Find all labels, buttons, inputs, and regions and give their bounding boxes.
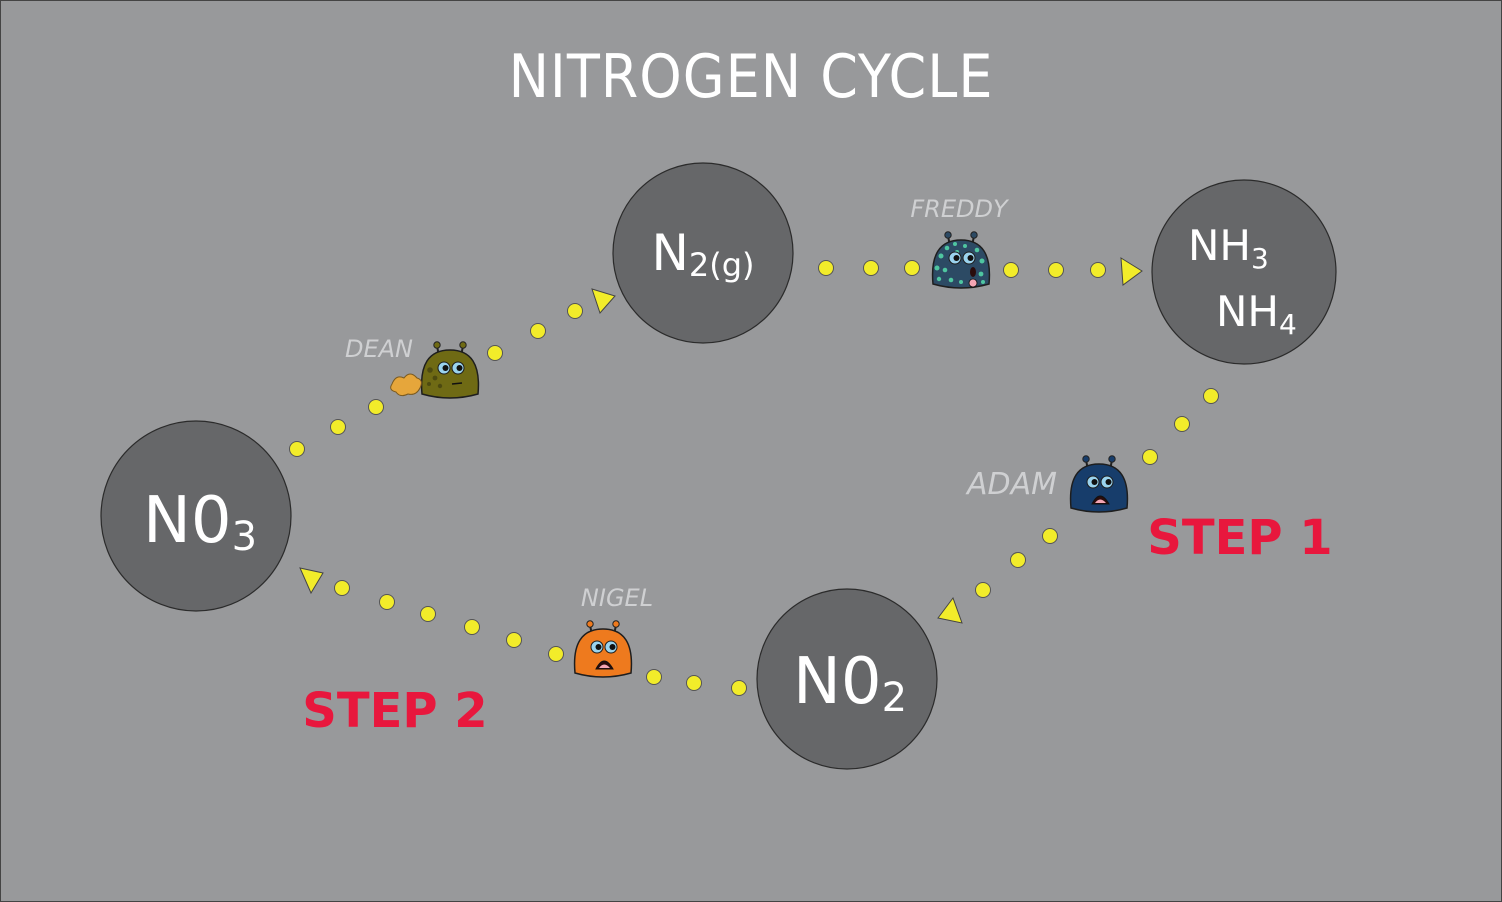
- path-dot: [686, 675, 702, 691]
- path-dot: [420, 606, 436, 622]
- node-nh3-nh4: [1151, 179, 1337, 365]
- path-dot: [646, 669, 662, 685]
- green-bug-icon: [420, 341, 480, 399]
- diagram-title: NITROGEN CYCLE: [509, 42, 994, 112]
- node-no3: [100, 420, 292, 612]
- path-dot: [506, 632, 522, 648]
- path-dot: [904, 260, 920, 276]
- path-dot: [379, 594, 395, 610]
- path-dot: [1003, 262, 1019, 278]
- path-dot: [1090, 262, 1106, 278]
- bacterium-adam-label: ADAM: [965, 467, 1057, 502]
- path-dot: [1010, 552, 1026, 568]
- path-dot: [1142, 449, 1158, 465]
- bacterium-dean-label: DEAN: [345, 335, 413, 363]
- bacterium-freddy-label: FREDDY: [910, 195, 1010, 223]
- spotted-bug-icon: [931, 231, 991, 289]
- gas-puff-icon: [390, 373, 422, 397]
- path-dot: [1048, 262, 1064, 278]
- blue-bug-icon: [1069, 455, 1129, 513]
- arrowhead: [299, 567, 324, 595]
- bacteria-characters: [390, 231, 1129, 678]
- node-no2: [756, 588, 938, 770]
- path-dot: [1203, 388, 1219, 404]
- step-2-label: STEP 2: [302, 683, 487, 739]
- path-dot: [548, 646, 564, 662]
- node-nh4-label: NH4: [1216, 287, 1297, 341]
- path-dot: [487, 345, 503, 361]
- path-dot: [464, 619, 480, 635]
- path-dot: [567, 303, 583, 319]
- path-dot: [330, 419, 346, 435]
- node-no2-label: N02: [793, 645, 907, 721]
- arrowhead: [1120, 257, 1143, 286]
- orange-bug-icon: [573, 620, 633, 678]
- node-n2: [612, 162, 794, 344]
- path-dot: [1174, 416, 1190, 432]
- path-dot: [334, 580, 350, 596]
- node-nh3-label: NH3: [1188, 221, 1269, 275]
- arrowhead: [591, 288, 616, 314]
- arrowheads: [299, 257, 1143, 624]
- step-1-label: STEP 1: [1147, 510, 1332, 566]
- path-dot: [863, 260, 879, 276]
- node-n2-label: N2(g): [651, 224, 754, 284]
- node-no3-label: N03: [143, 484, 257, 560]
- path-dot: [530, 323, 546, 339]
- path-dot: [975, 582, 991, 598]
- path-dot: [731, 680, 747, 696]
- path-dot: [368, 399, 384, 415]
- path-dot: [289, 441, 305, 457]
- path-dot: [1042, 528, 1058, 544]
- bacterium-nigel-label: NIGEL: [581, 584, 653, 612]
- path-dot: [818, 260, 834, 276]
- arrowhead: [937, 596, 963, 624]
- dotted-paths: [289, 260, 1219, 696]
